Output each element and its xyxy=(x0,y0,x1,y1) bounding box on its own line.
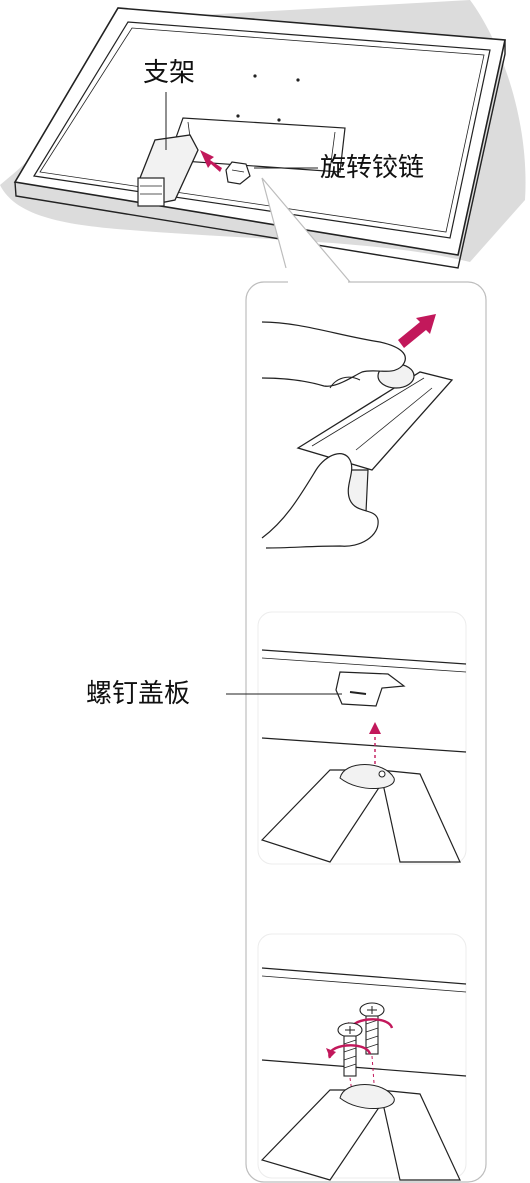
stand-label: 支架 xyxy=(143,58,196,88)
step-screw-cover xyxy=(257,611,467,865)
step-remove-stand xyxy=(261,314,454,549)
screw-cover-label: 螺钉盖板 xyxy=(86,679,191,709)
monitor-back-view xyxy=(0,0,526,269)
callout-pointer xyxy=(261,177,351,283)
swivel-hinge-label: 旋转铰链 xyxy=(320,153,425,183)
step-screws xyxy=(257,933,467,1181)
